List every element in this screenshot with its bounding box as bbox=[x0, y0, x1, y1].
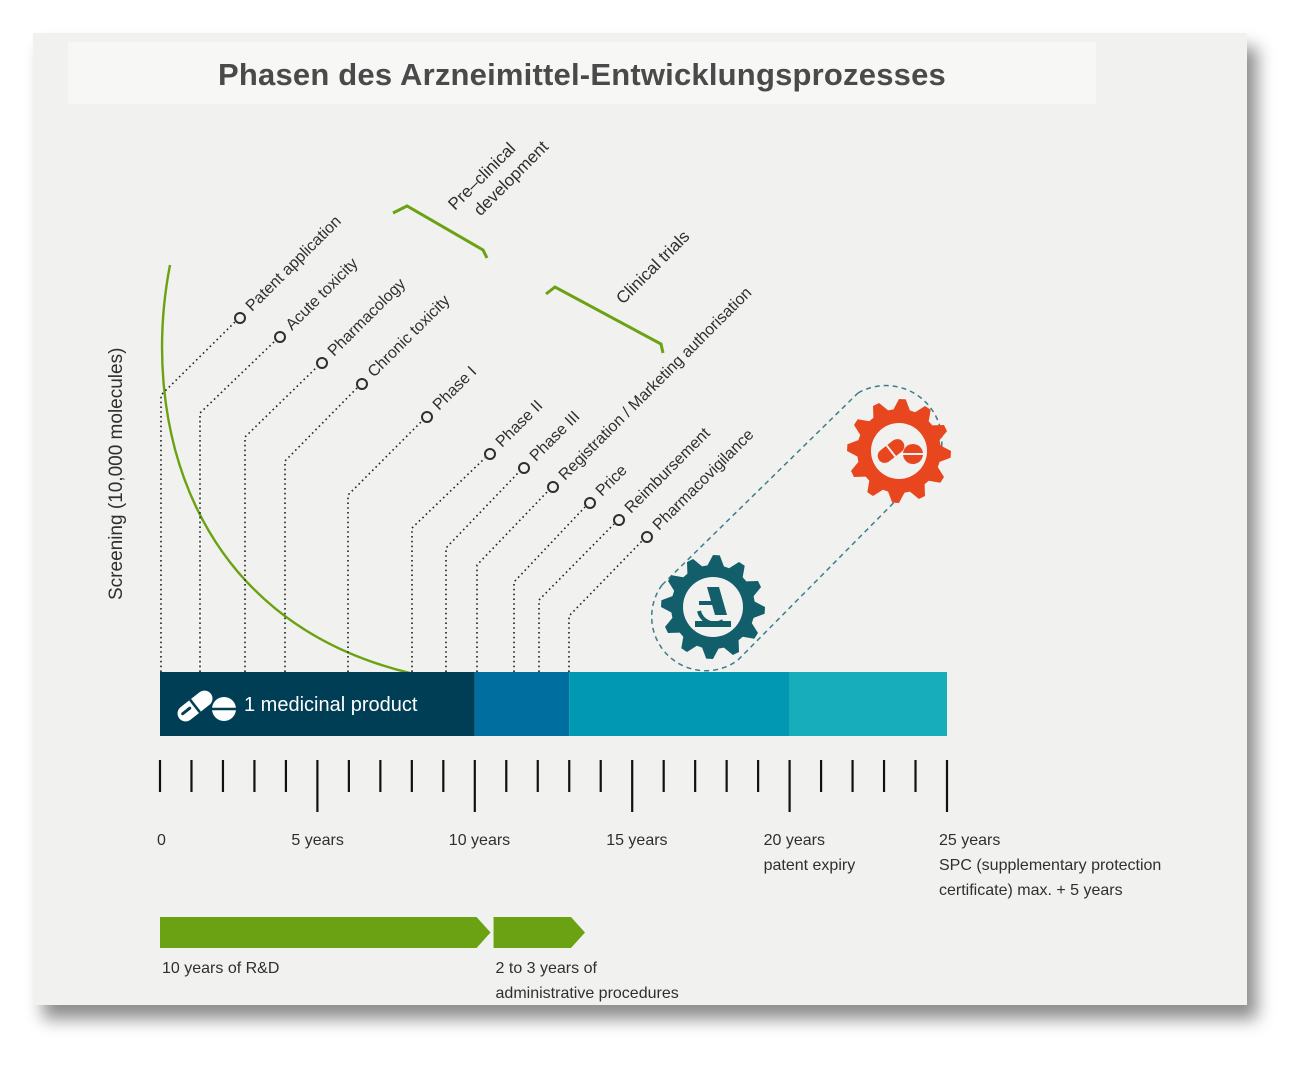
page-title: Phasen des Arzneimittel-Entwicklungsproz… bbox=[218, 57, 946, 92]
milestone-item: Phase II bbox=[411, 397, 546, 672]
microscope-gear-icon bbox=[661, 555, 765, 659]
milestone-connector bbox=[445, 471, 520, 672]
product-label: 1 medicinal product bbox=[244, 694, 418, 716]
milestone-dot bbox=[584, 497, 596, 509]
milestone-item: Acute toxicity bbox=[199, 255, 361, 672]
milestone-connector bbox=[476, 490, 549, 672]
milestone-connector bbox=[284, 387, 358, 672]
group-bracket-preclinical: Pre–clinical development bbox=[392, 121, 552, 259]
group-bracket-clinical: Clinical trials bbox=[545, 227, 693, 354]
milestone-label: Phase I bbox=[430, 363, 480, 413]
timeline-segment bbox=[569, 672, 790, 736]
milestone-connector bbox=[411, 457, 486, 672]
milestone-connector bbox=[244, 366, 318, 672]
milestone-dot bbox=[518, 462, 530, 474]
milestone-dot bbox=[274, 331, 286, 343]
screening-label: Screening (10,000 molecules) bbox=[106, 348, 127, 600]
svg-text:Pre–clinical development: Pre–clinical development bbox=[444, 121, 552, 229]
timeline-label: 0 bbox=[157, 832, 166, 849]
group-label-clinical: Clinical trials bbox=[612, 227, 693, 308]
milestone-connector bbox=[199, 340, 276, 672]
duration-arrow bbox=[493, 917, 585, 948]
diagram-card bbox=[33, 33, 1247, 1005]
milestone-connector bbox=[347, 420, 423, 672]
milestone-item: Phase I bbox=[347, 363, 480, 672]
milestone-dot bbox=[316, 357, 328, 369]
milestone-item: Pharmacology bbox=[244, 275, 409, 672]
timeline-label: 10 years bbox=[449, 832, 510, 849]
milestone-dot bbox=[484, 448, 496, 460]
timeline-segment bbox=[160, 672, 475, 736]
timeline-bar bbox=[160, 672, 947, 736]
milestone-dot bbox=[547, 481, 559, 493]
milestone-connector bbox=[160, 321, 236, 672]
timeline-label: 15 years bbox=[606, 832, 667, 849]
milestone-dot bbox=[613, 514, 625, 526]
milestone-item: Chronic toxicity bbox=[284, 292, 454, 672]
milestone-item: Price bbox=[513, 462, 631, 672]
milestone-dot bbox=[421, 411, 433, 423]
timeline-segment bbox=[789, 672, 947, 736]
milestone-dot bbox=[641, 531, 653, 543]
timeline-label: 5 years bbox=[291, 832, 343, 849]
pill-gear-icon bbox=[847, 399, 951, 503]
duration-label: 10 years of R&D bbox=[162, 960, 279, 977]
timeline-segment bbox=[474, 672, 570, 736]
milestone-label: Price bbox=[593, 462, 631, 500]
milestone-connector bbox=[513, 506, 586, 672]
milestone-connector bbox=[538, 523, 615, 672]
milestone-item: Patent application bbox=[160, 213, 345, 672]
milestone-dot bbox=[234, 312, 246, 324]
pill-icon bbox=[177, 690, 236, 722]
gear-link bbox=[650, 384, 943, 672]
milestone-connector bbox=[568, 540, 643, 672]
title-bar bbox=[68, 42, 1096, 104]
duration-arrow bbox=[160, 917, 491, 948]
timeline-ticks bbox=[158, 760, 949, 812]
milestone-label: Patent application bbox=[243, 213, 345, 315]
milestone-dot bbox=[356, 378, 368, 390]
screening-funnel-arc bbox=[160, 264, 411, 675]
